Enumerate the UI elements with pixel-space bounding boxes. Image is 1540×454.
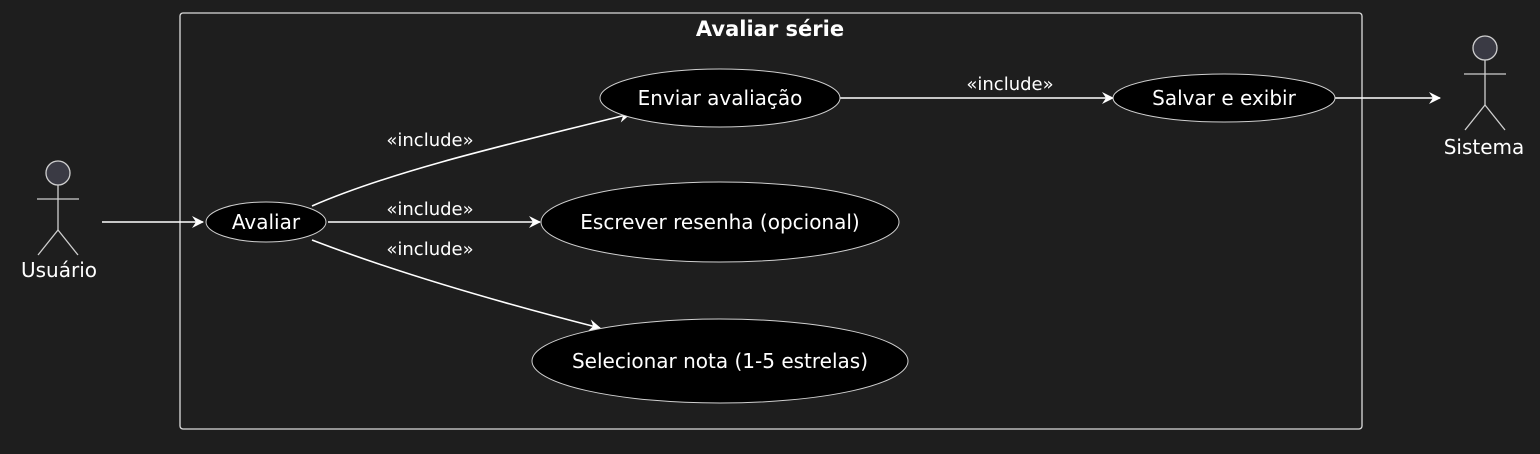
user-stick-figure-icon xyxy=(37,160,79,256)
use-case-enviar-avaliacao[interactable]: Enviar avaliação xyxy=(599,68,841,128)
use-case-salvar-exibir-label: Salvar e exibir xyxy=(1152,86,1296,110)
include-label-enviar-salvar: «include» xyxy=(966,74,1053,95)
use-case-salvar-exibir[interactable]: Salvar e exibir xyxy=(1112,73,1336,123)
use-case-escrever-resenha-ellipse xyxy=(540,181,900,263)
include-label-avaliar-escrever: «include» xyxy=(386,199,473,220)
actor-user[interactable]: Usuário xyxy=(21,160,97,282)
system-boundary-title: Avaliar série xyxy=(696,17,844,41)
use-case-selecionar-nota-label: Selecionar nota (1-5 estrelas) xyxy=(572,349,868,373)
use-case-avaliar-ellipse xyxy=(205,201,327,243)
use-case-selecionar-nota-ellipse xyxy=(531,318,909,404)
use-case-enviar-avaliacao-ellipse xyxy=(599,68,841,128)
use-case-avaliar[interactable]: Avaliar xyxy=(205,201,327,243)
actor-system[interactable]: Sistema xyxy=(1444,35,1525,159)
use-case-escrever-resenha-label: Escrever resenha (opcional) xyxy=(580,210,859,234)
use-case-escrever-resenha[interactable]: Escrever resenha (opcional) xyxy=(540,181,900,263)
actor-system-label: Sistema xyxy=(1444,135,1525,159)
system-stick-figure-icon xyxy=(1464,35,1506,131)
actor-user-label: Usuário xyxy=(21,258,97,282)
use-case-salvar-exibir-ellipse xyxy=(1112,73,1336,123)
include-label-avaliar-enviar: «include» xyxy=(386,130,473,151)
include-label-avaliar-selecionar: «include» xyxy=(386,239,473,260)
use-case-enviar-avaliacao-label: Enviar avaliação xyxy=(638,86,803,110)
include-edge-avaliar-selecionar xyxy=(311,239,601,332)
include-edge-avaliar-enviar xyxy=(311,110,631,207)
system-boundary xyxy=(179,12,1363,430)
use-case-avaliar-label: Avaliar xyxy=(232,210,301,234)
use-case-selecionar-nota[interactable]: Selecionar nota (1-5 estrelas) xyxy=(531,318,909,404)
